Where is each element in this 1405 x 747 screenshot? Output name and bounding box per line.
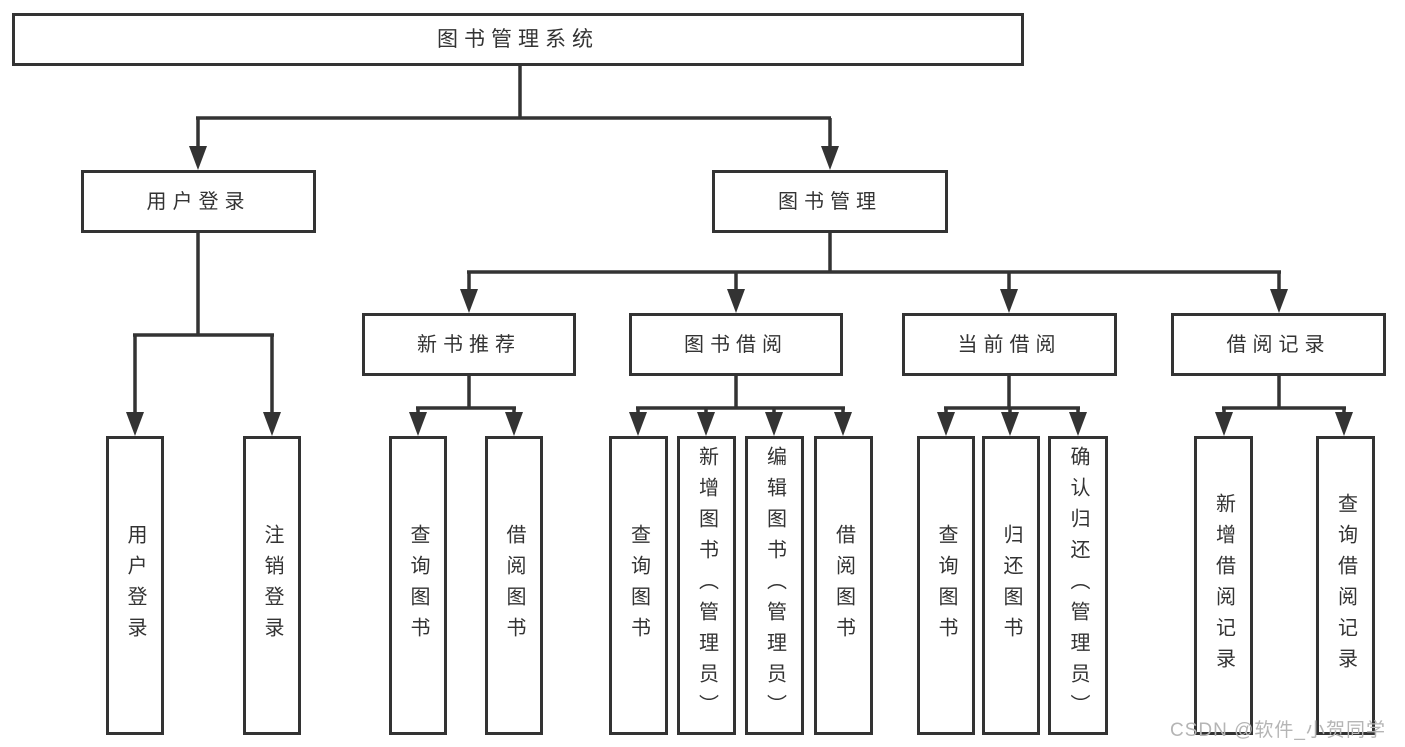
node-user-login: 用户登录: [81, 170, 316, 233]
node-library-system: 图书管理系统: [12, 13, 1024, 66]
connector-current-to-leaves: [944, 376, 1080, 416]
connector-root-to-level2: [196, 66, 832, 150]
arrow-down-icon: [727, 289, 745, 313]
node-book-borrowing: 图书借阅: [629, 313, 843, 376]
leaf-user-login: 用户登录: [106, 436, 164, 735]
arrow-down-icon: [126, 412, 144, 436]
arrow-down-icon: [1215, 412, 1233, 436]
node-borrowing-records: 借阅记录: [1171, 313, 1386, 376]
leaf-borrow-query-books: 查询图书: [609, 436, 668, 735]
connector-borrow-to-leaves: [636, 376, 845, 416]
node-book-management: 图书管理: [712, 170, 948, 233]
arrow-down-icon: [263, 412, 281, 436]
arrowhead-icons: [126, 146, 1353, 436]
leaf-newbook-borrow-books: 借阅图书: [485, 436, 543, 735]
arrow-down-icon: [189, 146, 207, 170]
csdn-watermark: CSDN @软件_小贺同学: [1170, 720, 1386, 741]
arrow-down-icon: [1000, 289, 1018, 313]
connector-bookmgmt-to-level3: [467, 233, 1281, 293]
leaf-add-books-admin: 新增图书（管理员）: [677, 436, 736, 735]
node-new-book-recommend: 新书推荐: [362, 313, 576, 376]
arrow-down-icon: [937, 412, 955, 436]
leaf-newbook-query-books: 查询图书: [389, 436, 447, 735]
arrow-down-icon: [765, 412, 783, 436]
leaf-current-query-books: 查询图书: [917, 436, 975, 735]
arrow-down-icon: [697, 412, 715, 436]
arrow-down-icon: [505, 412, 523, 436]
connector-userlogin-to-leaves: [133, 233, 274, 416]
arrow-down-icon: [409, 412, 427, 436]
leaf-confirm-return-admin: 确认归还（管理员）: [1048, 436, 1108, 735]
arrow-down-icon: [629, 412, 647, 436]
connector-record-to-leaves: [1222, 376, 1346, 416]
leaf-return-books: 归还图书: [982, 436, 1040, 735]
arrow-down-icon: [1270, 289, 1288, 313]
leaf-query-borrow-record: 查询借阅记录: [1316, 436, 1375, 735]
arrow-down-icon: [460, 289, 478, 313]
arrow-down-icon: [821, 146, 839, 170]
arrow-down-icon: [1069, 412, 1087, 436]
leaf-edit-books-admin: 编辑图书（管理员）: [745, 436, 804, 735]
leaf-add-borrow-record: 新增借阅记录: [1194, 436, 1253, 735]
leaf-logout: 注销登录: [243, 436, 301, 735]
arrow-down-icon: [1335, 412, 1353, 436]
node-current-borrowing: 当前借阅: [902, 313, 1117, 376]
leaf-borrow-borrow-books: 借阅图书: [814, 436, 873, 735]
connector-strokes: [133, 66, 1346, 416]
arrow-down-icon: [834, 412, 852, 436]
arrow-down-icon: [1001, 412, 1019, 436]
connector-newbook-to-leaves: [416, 376, 516, 416]
